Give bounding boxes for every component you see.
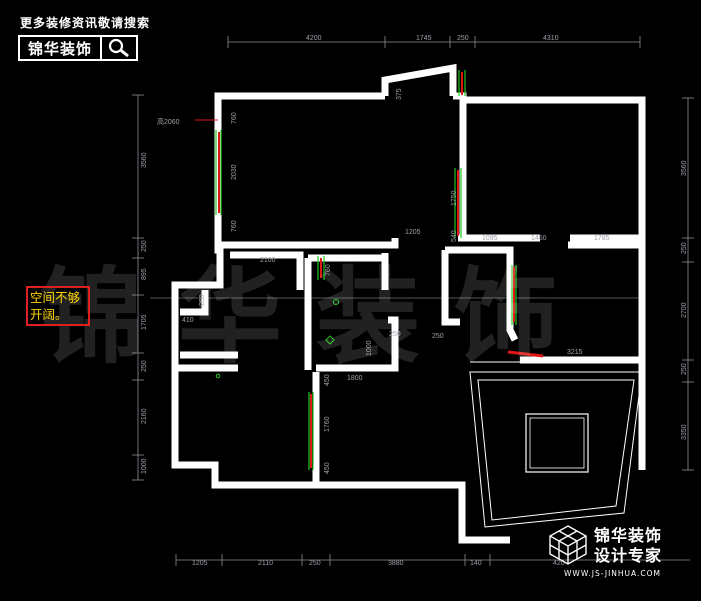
dim-label: 3215: [567, 349, 583, 356]
dim-label: 1205: [192, 560, 208, 567]
dim-label: 2700: [681, 302, 688, 318]
dim-label: 410: [182, 317, 194, 324]
brand-name: 锦华装饰: [20, 37, 102, 59]
logo-tagline: 设计专家: [594, 546, 663, 565]
dim-label: 420: [553, 560, 565, 567]
dimension-lines: [132, 36, 694, 566]
dim-label: 450: [324, 462, 331, 474]
dim-label: 3560: [681, 160, 688, 176]
dim-label: 375: [396, 88, 403, 100]
dim-label: 2110: [258, 560, 273, 567]
dim-label: 250: [681, 363, 688, 375]
dim-label: 250: [681, 242, 688, 254]
dim-label: 250: [199, 294, 206, 306]
top-dimension-labels: 4200 1745 250 4310: [306, 35, 559, 42]
interior-dimension-labels: 375 760 2030 760 1750 540 1205 1095 1450…: [182, 88, 610, 474]
dim-label: 1800: [347, 375, 363, 382]
annotation-note: 空间不够开阔。: [26, 286, 90, 326]
dim-label: 1000: [141, 458, 148, 474]
height-label: 高2060: [157, 117, 180, 126]
doors: [195, 72, 544, 468]
dim-label: 250: [141, 240, 148, 252]
dim-label: 895: [141, 268, 148, 280]
dim-label: 140: [470, 560, 482, 567]
dim-label: 1760: [324, 416, 331, 432]
brand-search-box[interactable]: 锦华装饰: [18, 35, 138, 61]
dim-label: 1205: [405, 229, 421, 236]
dim-label: 540: [451, 230, 458, 242]
dim-label: 2100: [260, 257, 276, 264]
company-logo: 锦华装饰 设计专家 WWW.JS-JINHUA.COM: [540, 522, 690, 584]
logo-url: WWW.JS-JINHUA.COM: [564, 569, 662, 578]
dim-label: 1450: [531, 235, 547, 242]
logo-name: 锦华装饰: [594, 526, 663, 545]
dim-label: 3880: [388, 560, 404, 567]
dim-label: 2030: [231, 164, 238, 180]
dim-label: 1095: [482, 235, 498, 242]
dim-label: 4200: [306, 35, 322, 42]
dim-label: 250: [141, 360, 148, 372]
dim-label: 760: [231, 112, 238, 124]
dim-label: 760: [231, 220, 238, 232]
dim-label: 1705: [141, 314, 148, 330]
walls: [171, 63, 646, 544]
balcony: [469, 361, 643, 528]
cube-logo-icon: [549, 525, 587, 565]
dim-label: 3560: [141, 152, 148, 168]
dim-label: 4310: [543, 35, 559, 42]
dim-label: 760: [325, 264, 332, 276]
dim-label: 1785: [594, 235, 610, 242]
dim-label: 250: [389, 331, 401, 338]
dim-label: 250: [457, 35, 469, 42]
bottom-dimension-labels: 1205 2110 250 3880 140 420: [192, 560, 565, 567]
search-icon[interactable]: [102, 37, 136, 59]
dim-label: 1000: [366, 340, 373, 356]
dim-label: 250: [432, 333, 444, 340]
dim-label: 2160: [141, 408, 148, 424]
dim-label: 1745: [416, 35, 432, 42]
header-tagline: 更多装修资讯敬请搜索: [20, 16, 151, 30]
right-dimension-labels: 3560 250 2700 250 3350: [681, 160, 688, 440]
dim-label: 3350: [681, 424, 688, 440]
left-dimension-labels: 3560 250 895 1705 250 2160 1000: [141, 152, 148, 474]
dim-label: 1750: [451, 190, 458, 206]
windows: [215, 70, 517, 470]
dim-label: 450: [324, 374, 331, 386]
dim-label: 250: [309, 560, 321, 567]
fixtures: [215, 299, 339, 379]
